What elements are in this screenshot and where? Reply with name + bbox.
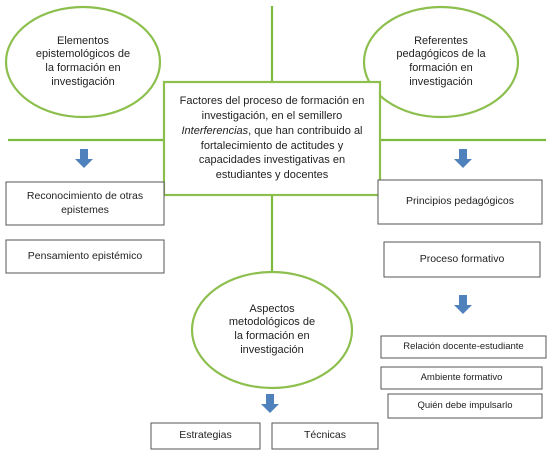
oval-pedagogical-label: Referentes pedagógicos de la formación e… [366, 18, 516, 106]
box-pensamiento-label: Pensamiento epistémico [27, 249, 143, 262]
box-tecnicas [271, 422, 379, 450]
oval-epistemological-line-2: epistemológicos de [35, 48, 131, 61]
box-proceso [383, 241, 541, 278]
box-principios-label: Principios pedagógicos [406, 195, 514, 208]
oval-epistemological-line-3: la formación en [45, 62, 121, 74]
center-box-text: Factores del proceso de formación en inv… [172, 94, 372, 183]
box-relacion-label: Relación docente-estudiante [403, 341, 524, 353]
center-box-label: Factores del proceso de formación en inv… [166, 84, 378, 193]
oval-methodological-line-2: metodológicos de [228, 316, 316, 329]
box-proceso-label: Proceso formativo [419, 252, 505, 265]
oval-methodological-line-4: investigación [240, 343, 304, 356]
center-box [162, 80, 382, 197]
box-quien-label: Quién debe impulsarlo [417, 400, 513, 412]
box-estrategias [150, 422, 261, 450]
down-arrow-left-icon [75, 149, 93, 168]
oval-pedagogical [362, 5, 520, 119]
down-arrow-middle-right-icon [454, 295, 472, 314]
box-ambiente [380, 366, 543, 390]
oval-pedagogical-line-2: pedagógicos de la [396, 48, 486, 61]
oval-methodological-line-1: Aspectos [249, 302, 295, 315]
box-reconocimiento [5, 181, 165, 226]
oval-methodological [190, 270, 354, 390]
box-reconocimiento-label: Reconocimiento de otras epistemes [26, 190, 144, 216]
oval-pedagogical-line-1: Referentes [414, 34, 468, 47]
oval-epistemological-line-4: investigación [51, 75, 115, 88]
oval-pedagogical-line-4: investigación [409, 75, 473, 88]
box-relacion [380, 335, 547, 359]
box-pensamiento [5, 239, 165, 274]
box-principios [377, 179, 543, 225]
oval-pedagogical-line-3: formación en [409, 62, 473, 74]
box-tecnicas-label: Técnicas [303, 429, 346, 442]
box-ambiente-label: Ambiente formativo [420, 372, 503, 384]
oval-epistemological [4, 5, 162, 119]
center-box-text-part-2: , que han contribuido al fortalecimiento… [198, 124, 363, 182]
oval-epistemological-line-1: Elementos [57, 34, 109, 47]
box-estrategias-label: Estrategias [179, 429, 232, 442]
box-quien [387, 393, 543, 419]
down-arrow-bottom-icon [261, 394, 279, 413]
oval-methodological-line-3: la formación en [234, 330, 310, 342]
oval-methodological-label: Aspectos metodológicos de la formación e… [196, 284, 348, 376]
down-arrow-right-icon [454, 149, 472, 168]
center-box-text-part-1: Factores del proceso de formación en inv… [179, 94, 365, 122]
center-box-text-italic: Interferencias [181, 124, 249, 137]
oval-epistemological-label: Elementos epistemológicos de la formació… [8, 18, 158, 106]
